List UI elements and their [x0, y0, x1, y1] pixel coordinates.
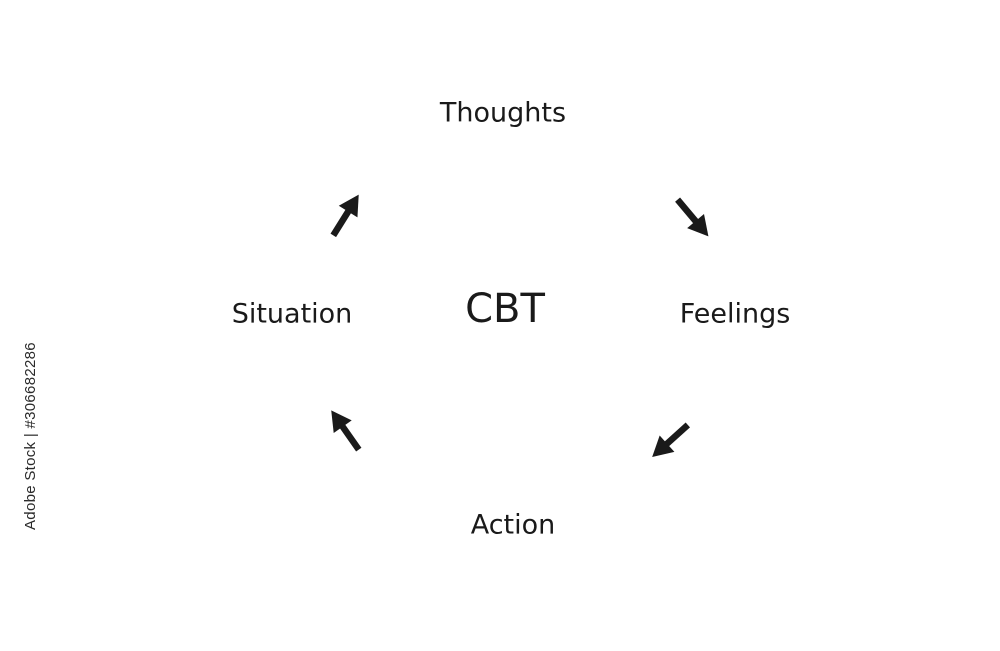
node-thoughts: Thoughts: [439, 97, 567, 129]
node-action: Action: [470, 509, 556, 541]
arrow-situation-to-thoughts: [330, 194, 359, 238]
arrow-feelings-to-action: [652, 422, 691, 458]
arrow-action-to-situation: [331, 410, 362, 452]
center-title: CBT: [465, 286, 545, 332]
arrow-thoughts-to-feelings: [675, 197, 709, 237]
stock-watermark: Adobe Stock | #306682286: [22, 342, 39, 530]
node-situation: Situation: [231, 298, 353, 330]
node-feelings: Feelings: [679, 298, 791, 330]
